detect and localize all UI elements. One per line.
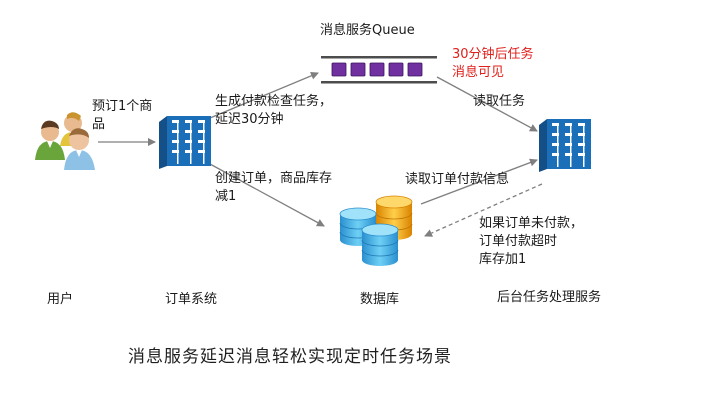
queue-messages (331, 62, 423, 77)
edge-label-worker-to-db-unpaid: 如果订单未付款， 订单付款超时 库存加1 (479, 216, 584, 267)
arrow-order-to-db (209, 163, 325, 227)
diagram-caption: 消息服务延迟消息轻松实现定时任务场景 (128, 347, 452, 367)
order-system-server-icon (157, 114, 215, 174)
order-system-label: 订单系统 (165, 292, 218, 307)
queue-icon (320, 55, 438, 89)
database-label: 数据库 (360, 292, 400, 307)
edge-label-queue-to-worker: 读取任务 (473, 94, 526, 109)
queue-visibility-note: 30分钟后任务 消息可见 (452, 47, 534, 80)
edge-label-order-to-queue: 生成付款检查任务， 延迟30分钟 (215, 94, 333, 127)
arrow-order-to-queue (209, 72, 319, 119)
edge-label-order-to-db: 创建订单，商品库存 减1 (215, 171, 333, 204)
worker-label: 后台任务处理服务 (497, 290, 602, 305)
users-icon (35, 110, 101, 176)
dashed-arrow-worker-to-db (424, 183, 543, 237)
user-label: 用户 (47, 292, 74, 307)
edge-label-user-to-order: 预订1个商 品 (92, 99, 153, 132)
edge-label-worker-to-db: 读取订单付款信息 (405, 172, 510, 187)
arrow-worker-to-db (420, 158, 538, 205)
worker-server-icon (537, 117, 595, 177)
arrow-queue-to-worker (436, 76, 538, 132)
queue-label: 消息服务Queue (320, 23, 415, 38)
database-icon (336, 192, 418, 274)
